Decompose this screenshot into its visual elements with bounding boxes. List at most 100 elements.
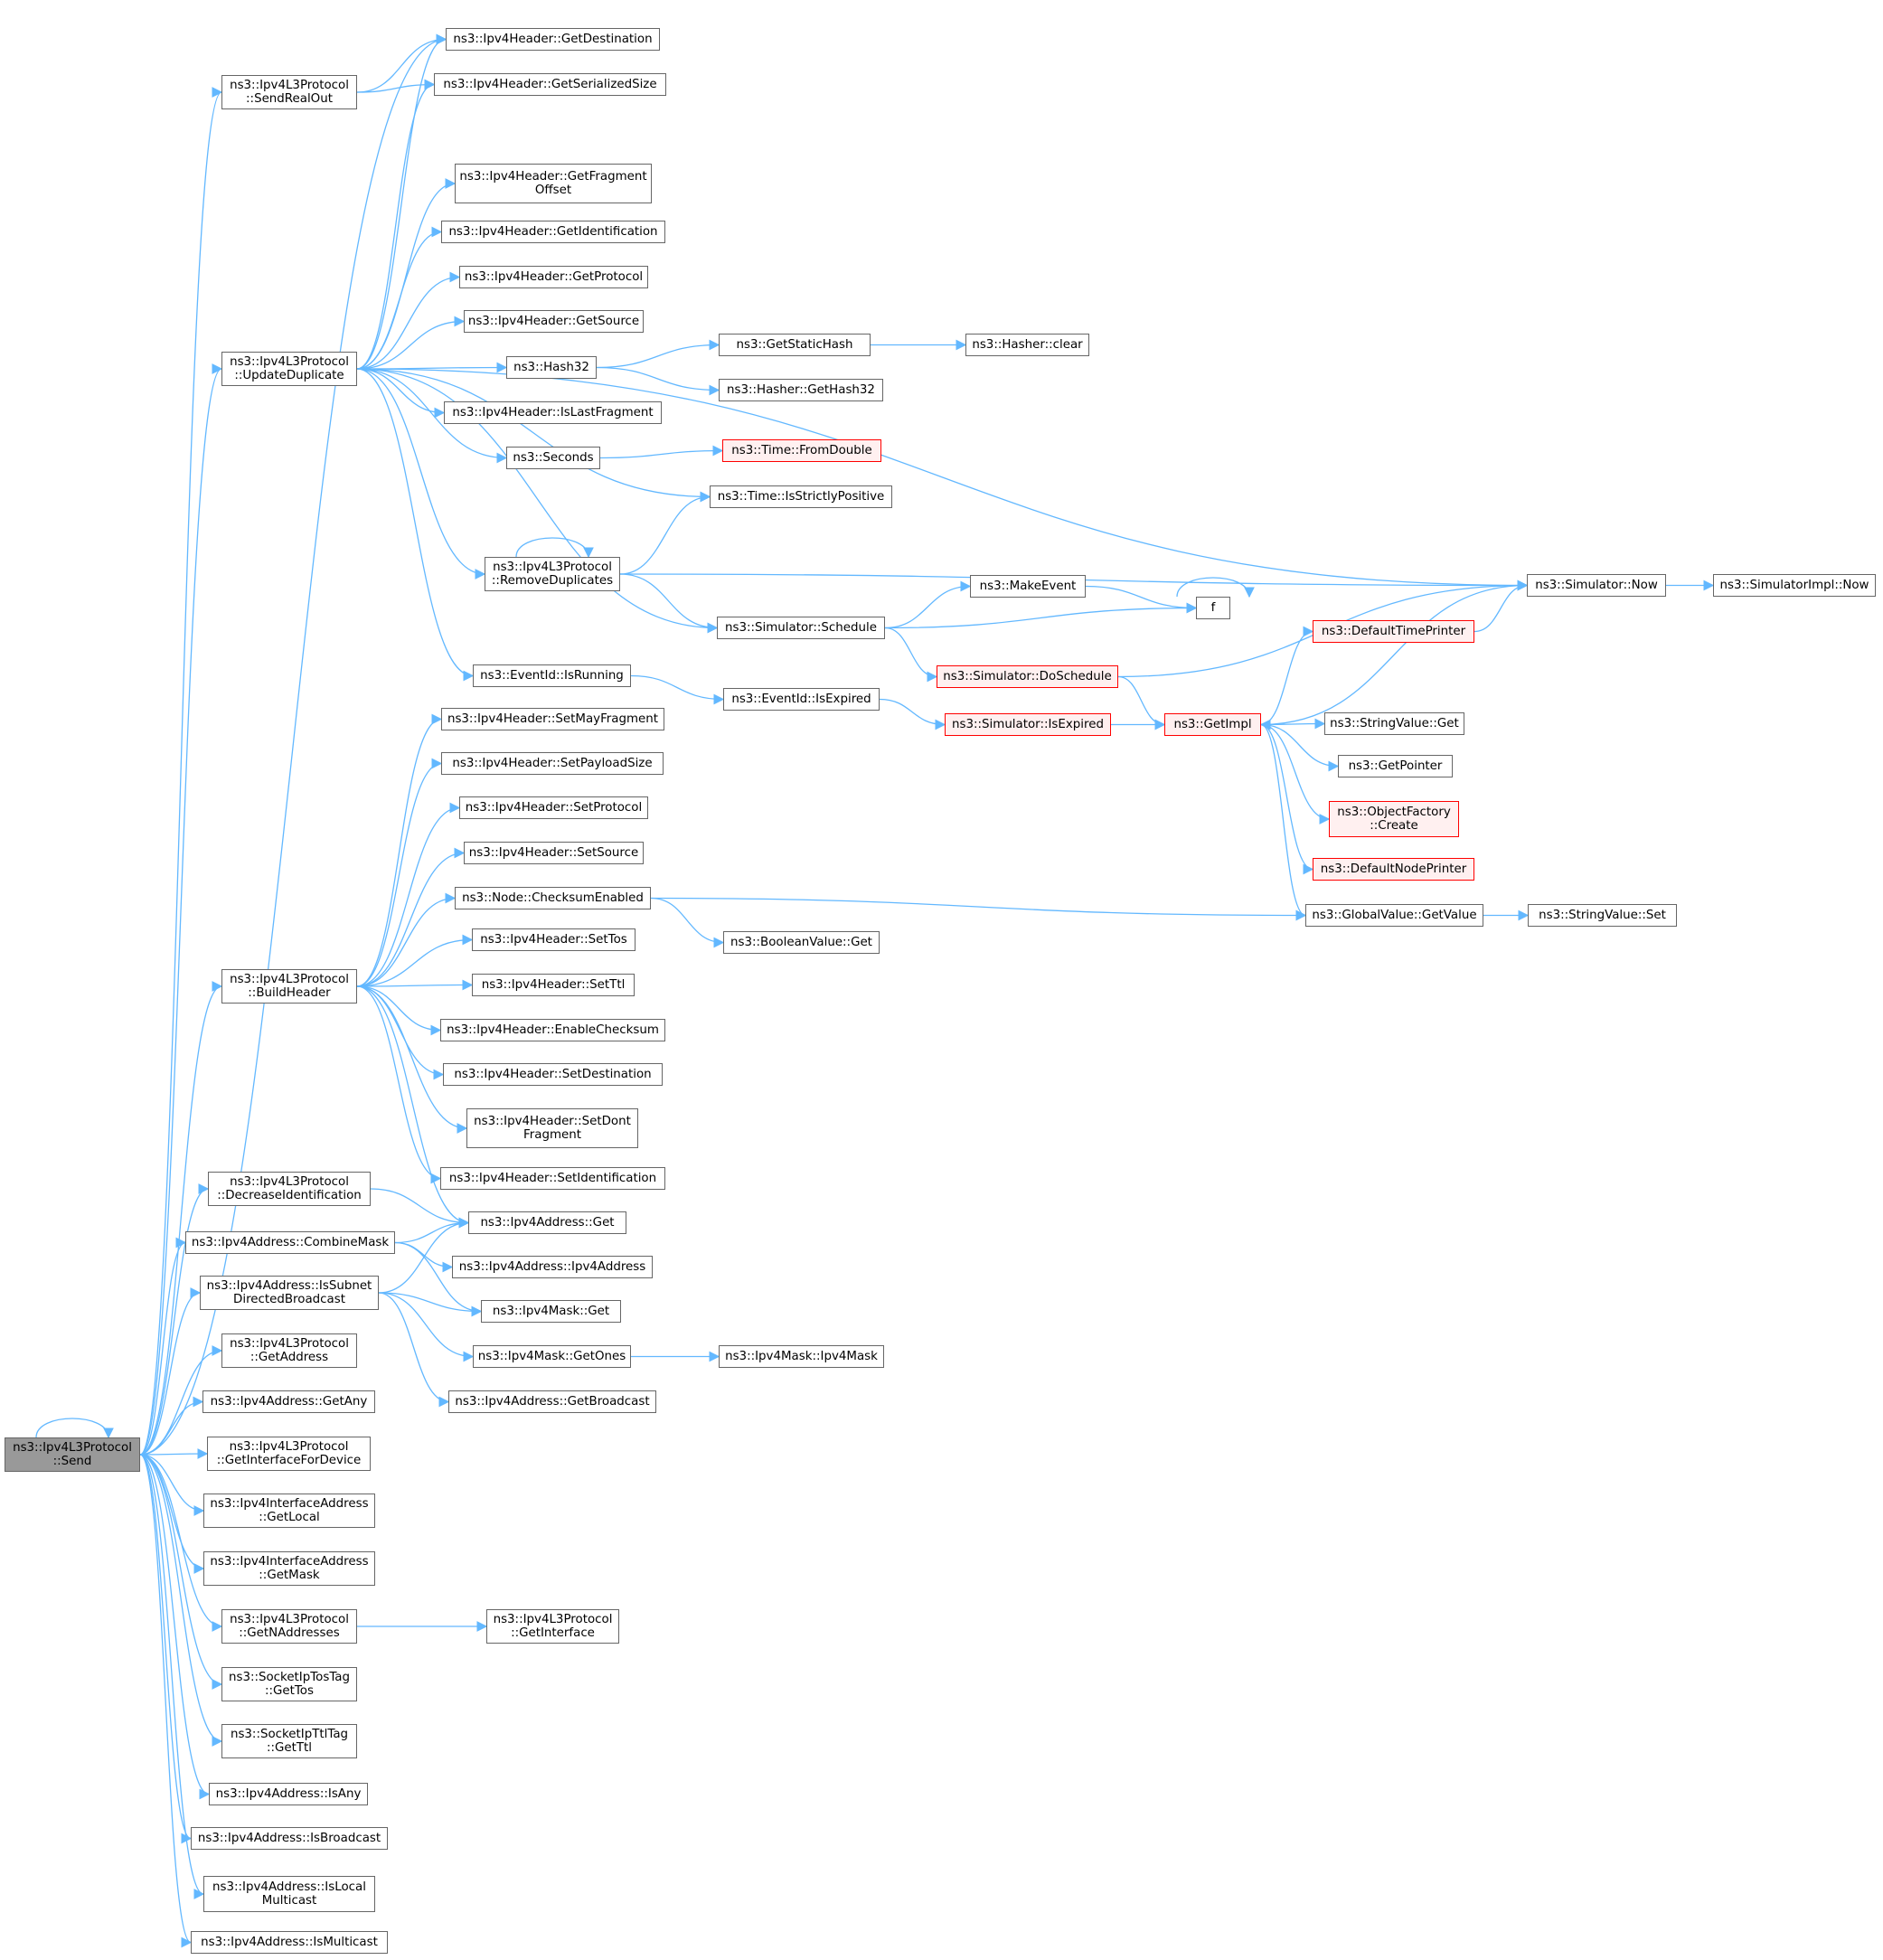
node-get-ones[interactable]: ns3::Ipv4Mask::GetOnes (473, 1345, 631, 1368)
node-set-destination[interactable]: ns3::Ipv4Header::SetDestination (443, 1063, 663, 1086)
node-is-last-fragment[interactable]: ns3::Ipv4Header::IsLastFragment (444, 401, 662, 424)
node-get-destination[interactable]: ns3::Ipv4Header::GetDestination (446, 28, 660, 51)
node-get-any[interactable]: ns3::Ipv4Address::GetAny (202, 1390, 375, 1413)
node-hasher-get-hash32[interactable]: ns3::Hasher::GetHash32 (719, 379, 883, 401)
node-label: ns3::Seconds (513, 451, 594, 465)
node-string-value-get[interactable]: ns3::StringValue::Get (1324, 712, 1464, 735)
node-do-schedule[interactable]: ns3::Simulator::DoSchedule (937, 665, 1118, 688)
edge-get-impl-to-string-value-get (1260, 718, 1326, 730)
node-set-may-fragment[interactable]: ns3::Ipv4Header::SetMayFragment (441, 708, 664, 730)
node-from-double[interactable]: ns3::Time::FromDouble (722, 439, 881, 462)
edge-sim-now-to-get-impl (1259, 584, 1528, 730)
node-f[interactable]: f (1196, 597, 1230, 619)
node-is-broadcast[interactable]: ns3::Ipv4Address::IsBroadcast (191, 1827, 388, 1850)
node-set-payload-size[interactable]: ns3::Ipv4Header::SetPayloadSize (441, 752, 664, 775)
node-get-address[interactable]: ns3::Ipv4L3Protocol::GetAddress (221, 1333, 357, 1368)
node-get-identification[interactable]: ns3::Ipv4Header::GetIdentification (441, 221, 665, 243)
node-default-node-printer[interactable]: ns3::DefaultNodePrinter (1313, 858, 1474, 881)
node-get-naddresses[interactable]: ns3::Ipv4L3Protocol::GetNAddresses (221, 1609, 357, 1644)
node-get-protocol[interactable]: ns3::Ipv4Header::GetProtocol (459, 266, 648, 288)
node-checksum-enabled[interactable]: ns3::Node::ChecksumEnabled (455, 887, 651, 909)
node-is-multicast[interactable]: ns3::Ipv4Address::IsMulticast (191, 1931, 388, 1954)
node-sim-now[interactable]: ns3::Simulator::Now (1527, 574, 1666, 597)
node-update-duplicate[interactable]: ns3::Ipv4L3Protocol::UpdateDuplicate (221, 352, 357, 386)
node-get-pointer[interactable]: ns3::GetPointer (1338, 755, 1453, 777)
node-remove-duplicates[interactable]: ns3::Ipv4L3Protocol::RemoveDuplicates (485, 557, 620, 591)
node-label: ::GetNAddresses (239, 1626, 340, 1640)
node-label: ns3::Ipv4Address::CombineMask (191, 1236, 390, 1249)
edge-get-impl-to-default-node-printer (1260, 723, 1314, 875)
node-get-ttl[interactable]: ns3::SocketIpTtlTag::GetTtl (221, 1724, 357, 1758)
node-hash32[interactable]: ns3::Hash32 (506, 356, 597, 379)
node-is-any[interactable]: ns3::Ipv4Address::IsAny (209, 1783, 368, 1805)
node-event-is-expired[interactable]: ns3::EventId::IsExpired (723, 688, 880, 711)
node-global-get-value[interactable]: ns3::GlobalValue::GetValue (1305, 904, 1483, 927)
edge-get-impl-to-get-pointer (1260, 723, 1340, 772)
edge-remove-duplicates-to-schedule (619, 573, 719, 634)
node-label: ns3::Ipv4Address::GetAny (210, 1395, 368, 1409)
node-get-interface[interactable]: ns3::Ipv4L3Protocol::GetInterface (486, 1609, 619, 1644)
node-make-event[interactable]: ns3::MakeEvent (970, 575, 1086, 598)
node-string-value-set[interactable]: ns3::StringValue::Set (1528, 904, 1677, 927)
node-get-interface-for-device[interactable]: ns3::Ipv4L3Protocol::GetInterfaceForDevi… (207, 1437, 371, 1471)
node-set-identification[interactable]: ns3::Ipv4Header::SetIdentification (440, 1167, 665, 1190)
edge-update-duplicate-to-get-destination (356, 33, 447, 370)
node-enable-checksum[interactable]: ns3::Ipv4Header::EnableChecksum (440, 1019, 665, 1041)
node-label: ns3::Ipv4Header::SetTos (480, 933, 627, 947)
node-get-source[interactable]: ns3::Ipv4Header::GetSource (464, 310, 644, 333)
node-label: ns3::Ipv4L3Protocol (493, 1613, 613, 1626)
node-object-factory-create[interactable]: ns3::ObjectFactory::Create (1329, 801, 1459, 837)
node-label: ns3::Ipv4L3Protocol (493, 561, 612, 574)
node-ipv4-mask-ctor[interactable]: ns3::Ipv4Mask::Ipv4Mask (719, 1345, 884, 1368)
node-get-serialized-size[interactable]: ns3::Ipv4Header::GetSerializedSize (434, 73, 666, 96)
node-set-source[interactable]: ns3::Ipv4Header::SetSource (464, 842, 644, 864)
node-get-local[interactable]: ns3::Ipv4InterfaceAddress::GetLocal (203, 1494, 375, 1528)
node-build-header[interactable]: ns3::Ipv4L3Protocol::BuildHeader (221, 969, 357, 1004)
node-decrease-identification[interactable]: ns3::Ipv4L3Protocol::DecreaseIdentificat… (208, 1172, 371, 1206)
node-label: ::GetInterfaceForDevice (216, 1454, 362, 1467)
node-ipv4-mask-get[interactable]: ns3::Ipv4Mask::Get (481, 1300, 621, 1323)
node-sim-is-expired[interactable]: ns3::Simulator::IsExpired (945, 713, 1111, 736)
node-set-ttl[interactable]: ns3::Ipv4Header::SetTtl (472, 974, 635, 996)
node-combine-mask[interactable]: ns3::Ipv4Address::CombineMask (185, 1231, 395, 1254)
edge-checksum-enabled-to-global-get-value (650, 897, 1307, 921)
node-label: ns3::Ipv4L3Protocol (230, 973, 349, 986)
edge-build-header-to-set-may-fragment (356, 713, 443, 987)
node-get-static-hash[interactable]: ns3::GetStaticHash (719, 334, 871, 356)
node-get-impl[interactable]: ns3::GetImpl (1164, 713, 1261, 736)
node-label: ns3::SimulatorImpl::Now (1719, 579, 1869, 592)
node-set-protocol[interactable]: ns3::Ipv4Header::SetProtocol (459, 796, 648, 819)
node-set-tos[interactable]: ns3::Ipv4Header::SetTos (472, 928, 636, 951)
node-label: ::GetTos (265, 1684, 314, 1698)
edge-send-to-get-any (139, 1396, 204, 1456)
node-ipv4-address-ctor[interactable]: ns3::Ipv4Address::Ipv4Address (452, 1256, 653, 1278)
node-label: ns3::Ipv4Header::SetMayFragment (447, 712, 659, 726)
edge-update-duplicate-to-is-strictly-positive (356, 368, 711, 503)
node-hasher-clear[interactable]: ns3::Hasher::clear (965, 334, 1089, 356)
node-boolean-value-get[interactable]: ns3::BooleanValue::Get (723, 931, 880, 954)
node-schedule[interactable]: ns3::Simulator::Schedule (717, 617, 885, 639)
edge-build-header-to-set-tos (356, 934, 474, 987)
node-label: ::DecreaseIdentification (217, 1189, 362, 1202)
node-default-time-printer[interactable]: ns3::DefaultTimePrinter (1313, 620, 1474, 643)
edge-send-to-is-broadcast (139, 1454, 193, 1844)
node-get-mask[interactable]: ns3::Ipv4InterfaceAddress::GetMask (203, 1551, 375, 1586)
edge-schedule-to-make-event (884, 580, 972, 629)
node-label: ::GetInterface (511, 1626, 595, 1640)
node-send-real-out[interactable]: ns3::Ipv4L3Protocol::SendRealOut (221, 75, 357, 109)
node-sim-impl-now[interactable]: ns3::SimulatorImpl::Now (1713, 574, 1876, 597)
node-label: ::Send (52, 1455, 92, 1468)
node-event-is-running[interactable]: ns3::EventId::IsRunning (473, 664, 631, 687)
node-ipv4-address-get[interactable]: ns3::Ipv4Address::Get (468, 1211, 626, 1234)
edge-hash32-to-hasher-get-hash32 (596, 366, 720, 396)
node-label: ::GetLocal (259, 1511, 320, 1524)
node-is-strictly-positive[interactable]: ns3::Time::IsStrictlyPositive (710, 485, 892, 508)
node-label: ::Create (1370, 819, 1418, 833)
node-get-tos[interactable]: ns3::SocketIpTosTag::GetTos (221, 1667, 357, 1701)
node-get-broadcast[interactable]: ns3::Ipv4Address::GetBroadcast (448, 1390, 656, 1413)
node-seconds[interactable]: ns3::Seconds (506, 447, 600, 469)
